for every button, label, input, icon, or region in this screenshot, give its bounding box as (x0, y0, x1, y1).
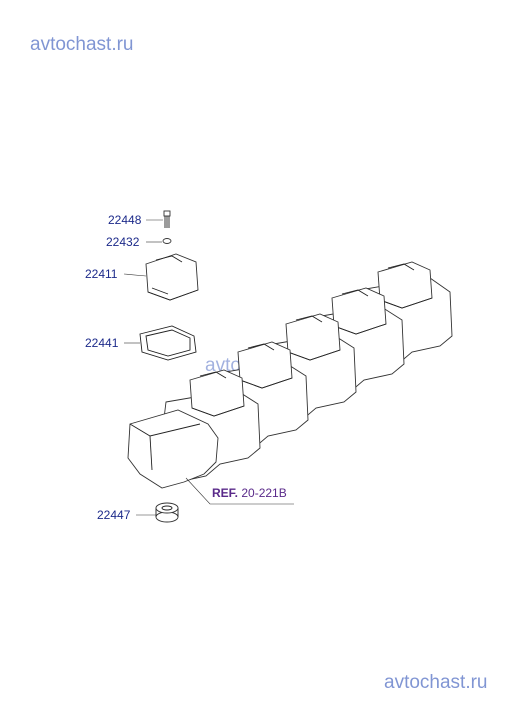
rocker-cover-2 (189, 369, 245, 417)
rocker-cover-4 (285, 313, 341, 361)
reference-link[interactable]: REF. 20-221B (212, 486, 287, 500)
part-label-22411[interactable]: 22411 (85, 267, 118, 281)
watermark-bottom: avtochast.ru (384, 672, 488, 693)
reference-prefix: REF. (212, 486, 239, 500)
rocker-cover-5 (331, 287, 387, 335)
leader-line-22411 (123, 273, 147, 277)
washer-22432 (162, 238, 172, 244)
rocker-cover-22411 (145, 253, 199, 301)
gasket-22441 (139, 325, 197, 361)
rocker-cover-6 (377, 261, 433, 309)
cylinder-head-block-1 (127, 409, 219, 489)
part-label-22432[interactable]: 22432 (106, 235, 140, 249)
part-label-22448[interactable]: 22448 (108, 213, 142, 227)
bolt-22448 (163, 210, 171, 228)
reference-code: 20-221B (241, 486, 287, 500)
rocker-cover-3 (237, 341, 293, 389)
seal-22447 (155, 502, 179, 523)
leader-line-reference (185, 477, 294, 505)
part-label-22441[interactable]: 22441 (85, 336, 119, 350)
watermark-top: avtochast.ru (30, 34, 134, 55)
part-label-22447[interactable]: 22447 (97, 508, 131, 522)
